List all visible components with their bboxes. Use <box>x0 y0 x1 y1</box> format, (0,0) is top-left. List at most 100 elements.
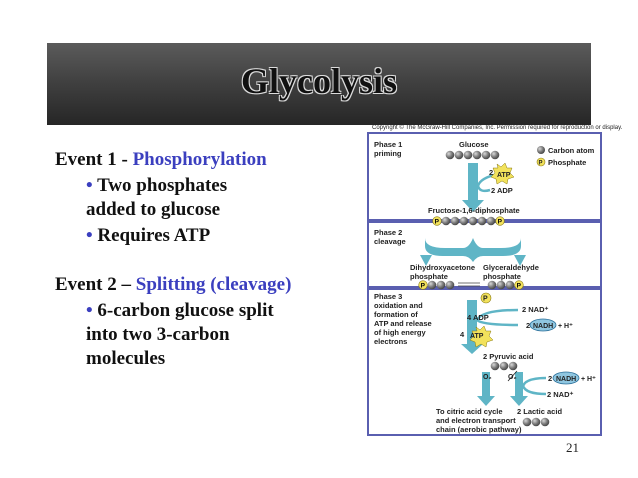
phase3-sublabel-5: electrons <box>374 337 407 346</box>
pyruvic-molecule <box>490 361 518 371</box>
nad-out-label: 2 NAD⁺ <box>547 390 574 399</box>
nadh2-label: NADH <box>556 376 576 383</box>
p-added-icon <box>480 292 492 304</box>
page-number: 21 <box>566 440 579 455</box>
carbon-atom <box>427 280 437 290</box>
carbon-atom <box>486 216 496 226</box>
nadh2-in-curve <box>521 376 547 387</box>
carbon-atom <box>505 280 515 290</box>
adp-in-label: 4 ADP <box>467 313 489 322</box>
lactic-label: 2 Lactic acid <box>517 407 562 416</box>
legend-carbon-label: Carbon atom <box>548 146 595 155</box>
event1-bullet1: • Two phosphates <box>86 175 228 196</box>
aerobic-arrow <box>477 372 495 406</box>
nadh-label: NADH <box>533 323 553 330</box>
event2-heading: Event 2 – Splitting (cleavage) <box>55 274 292 295</box>
phase1-label: Phase 1 <box>374 140 402 149</box>
event1-bullet2: • Requires ATP <box>86 225 211 246</box>
atp-out-label: ATP <box>470 333 484 340</box>
p-added-label: P <box>483 296 488 303</box>
h-plus-label: + H⁺ <box>558 323 573 330</box>
aerobic-label-2: and electron transport <box>436 416 516 425</box>
aerobic-label-1: To citric acid cycle <box>436 407 503 416</box>
carbon-atom <box>468 216 478 226</box>
phase3-sublabel-3: ATP and release <box>374 319 432 328</box>
nad-out-curve <box>521 385 547 396</box>
phosphate-atom <box>418 280 428 290</box>
pyruvic-label: 2 Pyruvic acid <box>483 352 534 361</box>
carbon-atom <box>508 361 518 371</box>
carbon-atom <box>454 150 464 160</box>
cleavage-arrow-left-head <box>420 255 432 266</box>
carbon-atom <box>531 417 541 427</box>
o2-label: O₂ <box>483 374 492 381</box>
nadh-bubble <box>529 318 557 332</box>
phase1-panel <box>367 132 602 221</box>
event2-highlight: Splitting (cleavage) <box>135 274 292 295</box>
carbon-atom <box>490 150 500 160</box>
phase3-label: Phase 3 <box>374 292 402 301</box>
dhap-label: Dihydroxyacetone <box>410 263 475 272</box>
carbon-atom <box>472 150 482 160</box>
phase3-sublabel-1: oxidation and <box>374 301 423 310</box>
nadh-out-curve <box>476 318 519 327</box>
cleavage-arrow-right-head <box>514 255 526 266</box>
carbon-atom <box>445 280 455 290</box>
legend-carbon-icon <box>537 146 545 154</box>
cleavage-arrow <box>425 238 521 262</box>
fructose-label: Fructose-1,6-diphosphate <box>428 206 520 215</box>
lactic-molecule <box>522 417 550 427</box>
copyright-notice: Copyright © The McGraw-Hill Companies, I… <box>372 125 623 131</box>
carbon-atom <box>490 361 500 371</box>
carbon-atom <box>450 216 460 226</box>
no-o2-strike <box>507 370 518 382</box>
phosphate-atom <box>432 216 442 226</box>
phase1-arrow <box>462 163 484 212</box>
carbon-atom <box>487 280 497 290</box>
phase2-label: Phase 2 <box>374 228 402 237</box>
g3p-sublabel: phosphate <box>483 272 521 281</box>
carbon-atom <box>477 216 487 226</box>
nad-in-label: 2 NAD⁺ <box>522 305 549 314</box>
isomerase-arrows <box>458 282 480 287</box>
g3p-label: Glyceraldehyde <box>483 263 539 272</box>
phosphate-symbol: P <box>421 283 426 290</box>
carbon-atom <box>499 361 509 371</box>
phase2-sublabel: cleavage <box>374 237 406 246</box>
dhap-molecule: P <box>418 280 455 290</box>
atp-out-count: 4 <box>460 330 465 339</box>
nadh-count: 2 <box>526 321 530 330</box>
phase3-sublabel-2: formation of <box>374 310 418 319</box>
g3p-molecule: P <box>487 280 524 290</box>
glucose-label: Glucose <box>459 140 489 149</box>
carbon-atom <box>522 417 532 427</box>
phosphate-symbol: P <box>498 219 503 226</box>
phase3-sublabel-4: of high energy <box>374 328 426 337</box>
carbon-atom <box>540 417 550 427</box>
nad-in-curve <box>475 308 519 321</box>
adp-out-label: 2 ADP <box>491 186 513 195</box>
atp-in-burst <box>490 162 515 185</box>
event1-highlight: Phosphorylation <box>132 149 267 170</box>
carbon-atom <box>463 150 473 160</box>
phosphate-symbol: P <box>517 283 522 290</box>
aerobic-label-3: chain (aerobic pathway) <box>436 425 522 434</box>
carbon-atom <box>459 216 469 226</box>
adp-out-curve <box>476 185 491 193</box>
carbon-atom <box>496 280 506 290</box>
nadh2-bubble <box>552 371 580 385</box>
carbon-atom <box>445 150 455 160</box>
atp-in-label: ATP <box>497 172 511 179</box>
atp-in-count: 2 <box>489 168 493 177</box>
dhap-sublabel: phosphate <box>410 272 448 281</box>
event1-heading: Event 1 - Phosphorylation <box>55 149 267 170</box>
event2-bullet1: • 6-carbon glucose split <box>86 300 274 321</box>
event2-bullet1-cont2: molecules <box>86 348 166 369</box>
phase3-arrow <box>461 300 483 354</box>
legend-phosphate-symbol: P <box>539 161 543 167</box>
phase1-sublabel: priming <box>374 149 402 158</box>
event2-bullet1-cont1: into two 3-carbon <box>86 324 230 345</box>
anaerobic-arrow <box>510 372 528 406</box>
